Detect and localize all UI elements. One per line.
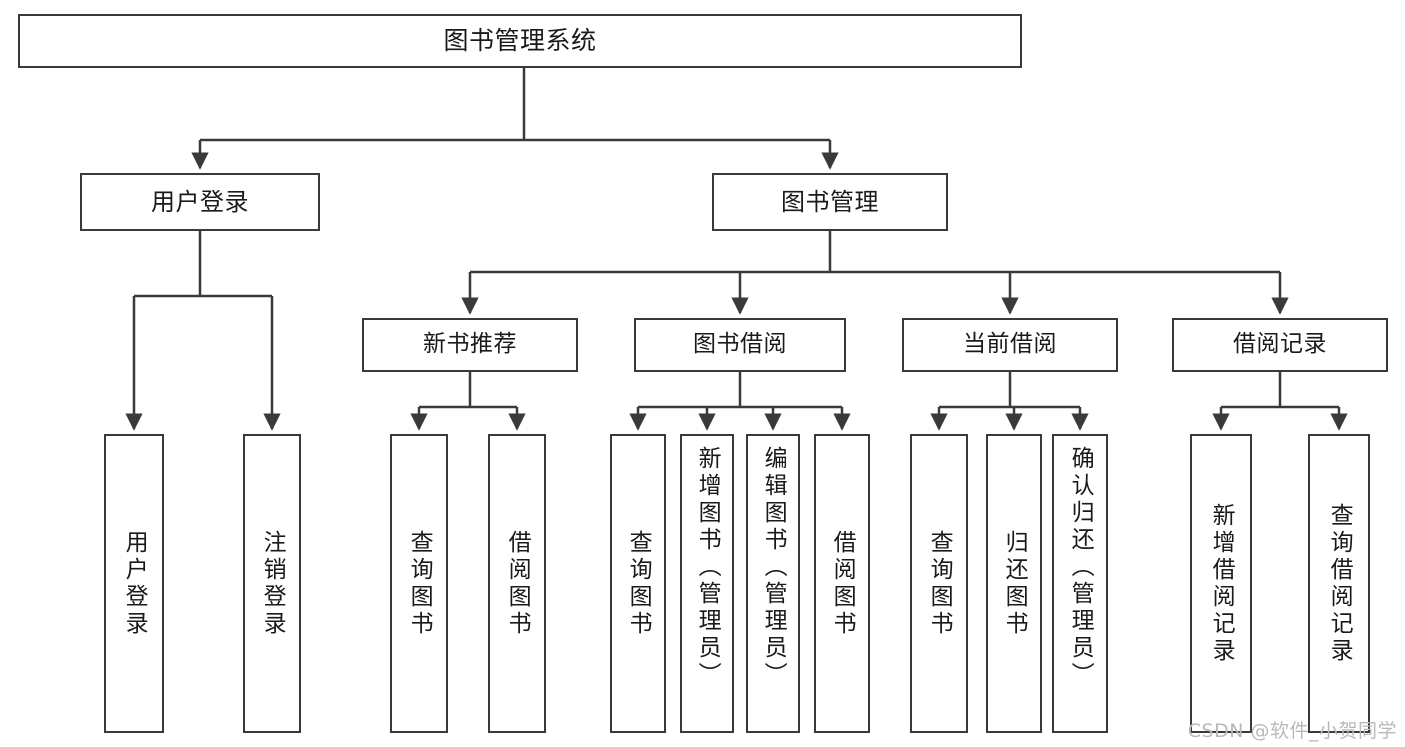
node-label: 图书管理 bbox=[781, 187, 879, 216]
node-label: 查询图书 bbox=[625, 529, 652, 638]
node-label: 新增借阅记录 bbox=[1208, 502, 1235, 665]
node-leaf-query-book-3[interactable]: 查询图书 bbox=[910, 434, 968, 733]
node-label: 借阅图书 bbox=[504, 529, 531, 638]
node-label: 新增图书（管理员） bbox=[694, 446, 721, 689]
node-label: 查询图书 bbox=[926, 529, 953, 638]
node-leaf-query-borrow-record[interactable]: 查询借阅记录 bbox=[1308, 434, 1370, 733]
node-label: 注销登录 bbox=[259, 529, 286, 638]
node-label: 图书借阅 bbox=[693, 331, 787, 358]
node-label: 当前借阅 bbox=[963, 331, 1057, 358]
node-label: 编辑图书（管理员） bbox=[760, 446, 787, 689]
node-label: 图书管理系统 bbox=[443, 26, 597, 56]
node-leaf-logout[interactable]: 注销登录 bbox=[243, 434, 301, 733]
node-leaf-user-login[interactable]: 用户登录 bbox=[104, 434, 164, 733]
node-leaf-add-book-admin[interactable]: 新增图书（管理员） bbox=[680, 434, 734, 733]
node-new-book-recommend[interactable]: 新书推荐 bbox=[362, 318, 578, 372]
node-book-manage[interactable]: 图书管理 bbox=[712, 173, 948, 231]
node-leaf-add-borrow-record[interactable]: 新增借阅记录 bbox=[1190, 434, 1252, 733]
node-label: 查询借阅记录 bbox=[1326, 502, 1353, 665]
node-leaf-confirm-return-admin[interactable]: 确认归还（管理员） bbox=[1052, 434, 1108, 733]
node-book-borrow[interactable]: 图书借阅 bbox=[634, 318, 846, 372]
node-leaf-return-book[interactable]: 归还图书 bbox=[986, 434, 1042, 733]
node-leaf-query-book-1[interactable]: 查询图书 bbox=[390, 434, 448, 733]
node-current-borrow[interactable]: 当前借阅 bbox=[902, 318, 1118, 372]
node-label: 新书推荐 bbox=[423, 331, 517, 358]
node-user-login[interactable]: 用户登录 bbox=[80, 173, 320, 231]
node-label: 借阅图书 bbox=[829, 529, 856, 638]
node-root-system[interactable]: 图书管理系统 bbox=[18, 14, 1022, 68]
node-label: 借阅记录 bbox=[1233, 331, 1327, 358]
node-label: 确认归还（管理员） bbox=[1067, 446, 1094, 689]
node-leaf-query-book-2[interactable]: 查询图书 bbox=[610, 434, 666, 733]
node-borrow-record[interactable]: 借阅记录 bbox=[1172, 318, 1388, 372]
node-leaf-borrow-book-1[interactable]: 借阅图书 bbox=[488, 434, 546, 733]
node-label: 归还图书 bbox=[1001, 529, 1028, 638]
node-label: 用户登录 bbox=[121, 529, 148, 638]
node-label: 查询图书 bbox=[406, 529, 433, 638]
node-label: 用户登录 bbox=[151, 187, 249, 216]
node-leaf-borrow-book-2[interactable]: 借阅图书 bbox=[814, 434, 870, 733]
watermark-text: CSDN @软件_小贺同学 bbox=[1187, 720, 1397, 742]
node-leaf-edit-book-admin[interactable]: 编辑图书（管理员） bbox=[746, 434, 800, 733]
